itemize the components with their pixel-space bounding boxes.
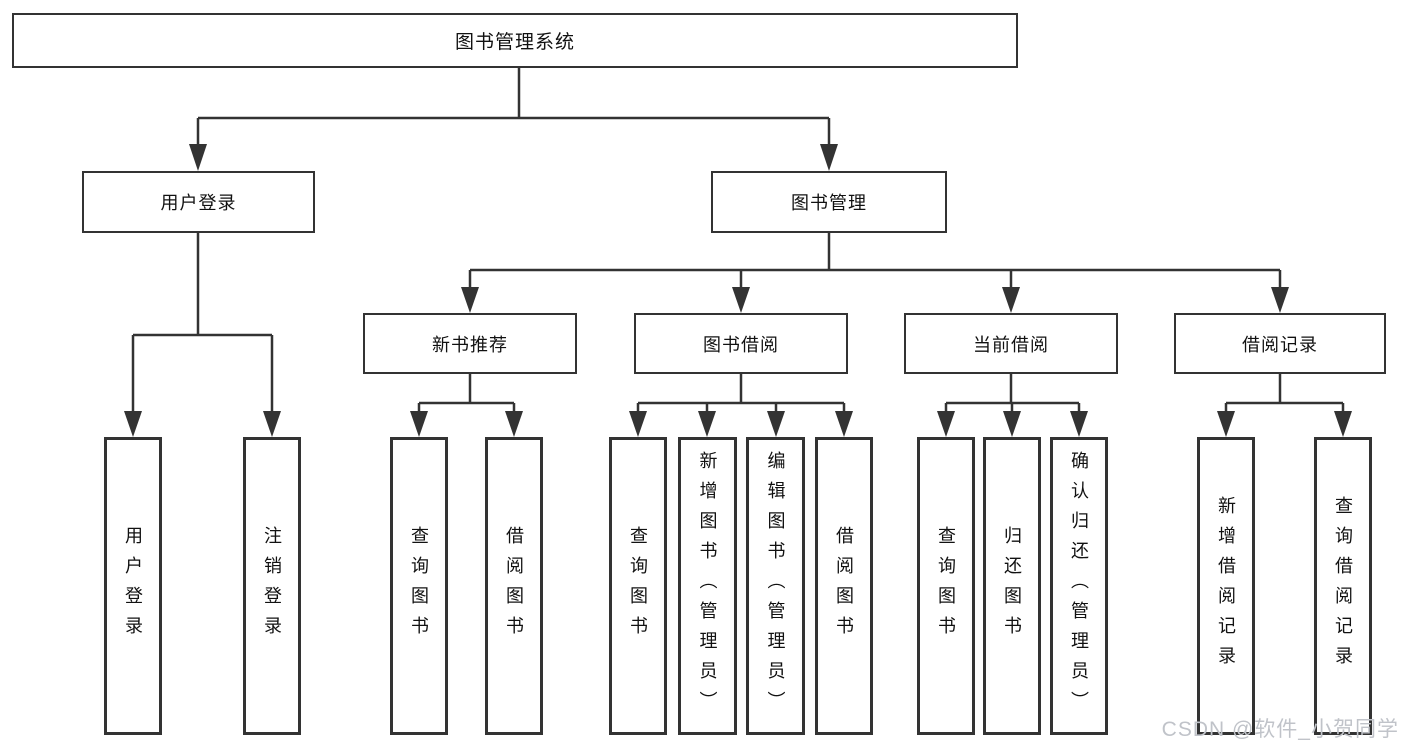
node-label: 图书借阅 <box>703 334 779 355</box>
leaf-query-book-under-current: 查询图书 <box>917 437 975 735</box>
node-label: 借阅图书 <box>834 526 854 646</box>
node-book-borrowing: 图书借阅 <box>634 313 848 374</box>
node-label: 编辑图书（管理员） <box>765 451 786 721</box>
node-label: 确认归还（管理员） <box>1069 451 1089 721</box>
node-label: 借阅图书 <box>504 526 524 646</box>
node-label: 注销登录 <box>262 526 282 646</box>
csdn-watermark: CSDN @软件_小贺同学 <box>1161 718 1399 741</box>
leaf-query-book-under-recommendation: 查询图书 <box>390 437 448 735</box>
node-label: 图书管理 <box>791 193 867 213</box>
node-label: 用户登录 <box>123 526 143 646</box>
node-borrowing-records: 借阅记录 <box>1174 313 1386 374</box>
leaf-confirm-return-admin: 确认归还（管理员） <box>1050 437 1108 735</box>
node-label: 用户登录 <box>160 193 237 213</box>
node-label: 新书推荐 <box>432 334 508 355</box>
leaf-add-borrow-record: 新增借阅记录 <box>1197 437 1255 735</box>
node-label: 查询图书 <box>409 526 429 646</box>
node-label: 新增借阅记录 <box>1216 496 1236 676</box>
node-new-book-recommendation: 新书推荐 <box>363 313 577 374</box>
leaf-borrow-book-under-borrowing: 借阅图书 <box>815 437 873 735</box>
leaf-return-book: 归还图书 <box>983 437 1041 735</box>
leaf-user-login: 用户登录 <box>104 437 162 735</box>
leaf-borrow-book-under-recommendation: 借阅图书 <box>485 437 543 735</box>
node-label: 新增图书（管理员） <box>697 451 718 721</box>
leaf-edit-book-admin: 编辑图书（管理员） <box>746 437 805 735</box>
node-label: 借阅记录 <box>1242 334 1318 355</box>
leaf-logout: 注销登录 <box>243 437 301 735</box>
node-label: 当前借阅 <box>973 334 1049 355</box>
node-user-login: 用户登录 <box>82 171 315 233</box>
node-library-management-system: 图书管理系统 <box>12 13 1018 68</box>
node-current-borrowing: 当前借阅 <box>904 313 1118 374</box>
node-label: 图书管理系统 <box>454 32 575 53</box>
node-label: 查询图书 <box>628 526 648 646</box>
leaf-add-book-admin: 新增图书（管理员） <box>678 437 737 735</box>
node-label: 查询图书 <box>936 526 956 646</box>
node-book-management: 图书管理 <box>711 171 947 233</box>
arrowhead-icons <box>124 144 1352 437</box>
leaf-query-borrow-record: 查询借阅记录 <box>1314 437 1372 735</box>
node-label: 查询借阅记录 <box>1333 496 1353 676</box>
leaf-query-book-under-borrowing: 查询图书 <box>609 437 667 735</box>
node-label: 归还图书 <box>1002 526 1022 646</box>
